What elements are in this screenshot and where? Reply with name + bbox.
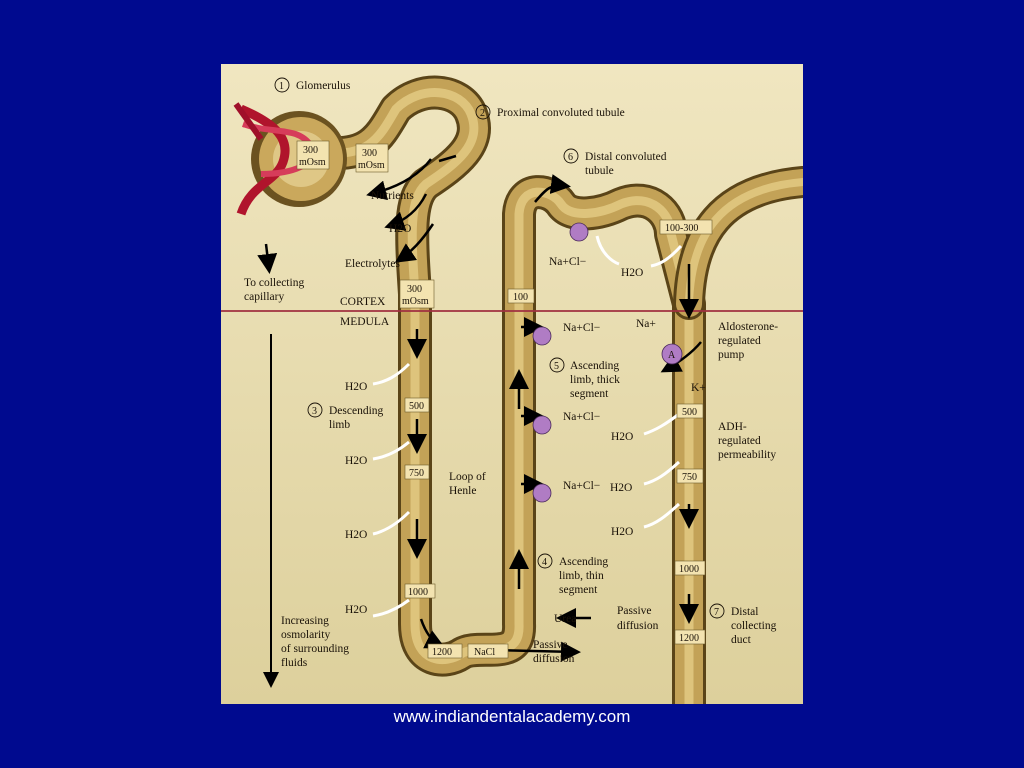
label-nutrients: Nutrients [371, 190, 414, 202]
label-increasing-2: osmolarity [281, 629, 330, 641]
num-2: 2 [480, 108, 485, 119]
label-nacl-distal: Na+Cl− [549, 256, 586, 268]
label-h2o-desc-1: H2O [345, 381, 367, 393]
label-adh-3: permeability [718, 449, 776, 461]
label-collecting-duct-1: Distal [731, 606, 758, 618]
label-distal-tubule-2: tubule [585, 165, 614, 177]
footer-url: www.indiandentalacademy.com [393, 707, 631, 726]
label-passive-urea-1: Passive [617, 605, 652, 617]
label-asc-thick-2: limb, thick [570, 374, 620, 386]
label-passive-urea-2: diffusion [617, 620, 659, 632]
label-increasing-3: of surrounding [281, 643, 349, 655]
box-1200-duct: 1200 [679, 633, 699, 644]
num-5: 5 [554, 361, 559, 372]
label-h2o-desc-2: H2O [345, 455, 367, 467]
num-3: 3 [312, 406, 317, 417]
label-collecting-duct-2: collecting [731, 620, 777, 632]
mosm-unit-c: mOsm [402, 296, 429, 307]
box-1000-duct: 1000 [679, 564, 699, 575]
label-adh-1: ADH- [718, 421, 747, 433]
label-increasing-1: Increasing [281, 615, 329, 627]
value-boxes [296, 140, 713, 659]
box-500-desc: 500 [409, 401, 424, 412]
label-h2o-duct-3: H2O [611, 526, 633, 538]
mosm-unit-b: mOsm [358, 160, 385, 171]
step-numbers [274, 77, 725, 619]
box-100: 100 [513, 292, 528, 303]
label-medula: MEDULA [340, 316, 390, 328]
label-glomerulus: Glomerulus [296, 80, 351, 92]
label-h2o-distal: H2O [621, 267, 643, 279]
label-k-ion: K+ [691, 382, 706, 394]
box-1200-loop: 1200 [432, 647, 452, 658]
label-h2o-duct-2: H2O [610, 482, 632, 494]
label-asc-thin-3: segment [559, 584, 598, 596]
label-h2o-proximal: H2O [389, 223, 411, 235]
mosm-unit-a: mOsm [299, 157, 326, 168]
label-collecting-duct-3: duct [731, 634, 752, 646]
tubule [304, 75, 803, 704]
label-asc-thick-1: Ascending [570, 360, 619, 372]
label-to-collecting-2: capillary [244, 291, 284, 303]
label-nacl-thick-3: Na+Cl− [563, 480, 600, 492]
label-aldosterone-1: Aldosterone- [718, 321, 778, 333]
mosm-300-c: 300 [407, 284, 422, 295]
box-500-duct: 500 [682, 407, 697, 418]
label-descending-1: Descending [329, 405, 384, 417]
label-aldosterone-3: pump [718, 349, 744, 361]
label-asc-thick-3: segment [570, 388, 609, 400]
label-h2o-duct-1: H2O [611, 431, 633, 443]
flow-arrows [366, 154, 702, 662]
label-cortex: CORTEX [340, 296, 386, 308]
box-100-300: 100-300 [665, 223, 698, 234]
label-proximal-tubule: Proximal convoluted tubule [497, 107, 625, 119]
label-adh-2: regulated [718, 435, 761, 447]
label-loop-1: Loop of [449, 471, 486, 483]
num-7: 7 [714, 607, 719, 618]
label-electrolytes: Electrolytes [345, 258, 400, 270]
mosm-300-b: 300 [362, 148, 377, 159]
box-750-duct: 750 [682, 472, 697, 483]
label-nacl-thick-2: Na+Cl− [563, 411, 600, 423]
label-h2o-desc-3: H2O [345, 529, 367, 541]
num-1: 1 [279, 81, 284, 92]
label-aldosterone-2: regulated [718, 335, 761, 347]
label-distal-tubule-1: Distal convoluted [585, 151, 667, 163]
label-asc-thin-2: limb, thin [559, 570, 604, 582]
label-asc-thin-1: Ascending [559, 556, 608, 568]
ion-pumps [532, 222, 683, 503]
box-1000-desc: 1000 [408, 587, 428, 598]
label-loop-2: Henle [449, 485, 476, 497]
box-750-desc: 750 [409, 468, 424, 479]
label-to-collecting-1: To collecting [244, 277, 304, 289]
label-descending-2: limb [329, 419, 350, 431]
label-increasing-4: fluids [281, 657, 308, 669]
num-4: 4 [542, 557, 547, 568]
label-nacl-loop: NaCl [474, 647, 495, 658]
label-passive-loop-2: diffusion [533, 653, 575, 665]
label-nacl-thick-1: Na+Cl− [563, 322, 600, 334]
label-passive-loop-1: Passive [533, 639, 568, 651]
water-arrows [372, 235, 683, 618]
num-6: 6 [568, 152, 573, 163]
label-h2o-desc-4: H2O [345, 604, 367, 616]
nephron-figure: 1 Glomerulus 2 Proximal convoluted tubul… [221, 64, 803, 704]
label-urea: Urea [554, 613, 576, 625]
label-na-ion: Na+ [636, 318, 656, 330]
mosm-300-a: 300 [303, 145, 318, 156]
label-pump-a: A [668, 350, 676, 361]
